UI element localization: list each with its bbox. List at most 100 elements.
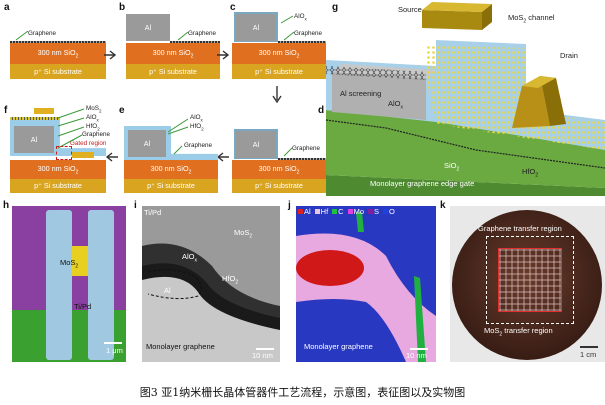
panel-letter-i: i [134,200,137,211]
graphene-label: Graphene [294,30,323,37]
drain-contact [34,108,54,114]
sio2-layer [10,160,106,179]
graphene-arrow [283,147,293,157]
hfo2-label: HfO2 [522,167,539,179]
graphene-arrow [15,30,29,41]
panel-letter-e: e [119,105,125,116]
graphene-region-label: Graphene transfer region [478,224,562,233]
sio2-layer [232,43,326,64]
al-label: Al [164,286,171,295]
legend-hf: Hf [314,207,328,216]
alox-label: AlOx [86,114,99,123]
electrode-right [88,210,114,360]
graphene-layer [278,158,326,160]
arrow-a-to-b [104,50,117,60]
scale-label: 10 nm [252,351,273,360]
yellow-region [70,246,88,276]
legend-c: C [332,207,344,216]
gated-region-label: Gated region [70,140,107,147]
sio2-layer [126,43,220,64]
scale-bar [410,348,428,350]
tipd-label: Ti/Pd [144,208,162,217]
legend-mo: Mo [347,207,364,216]
panel-c: c Al AlOx Graphene 300 nm SiO2 p⁺ Si sub… [226,0,330,100]
arrow-c-to-d [272,86,282,104]
scale-label: 1 cm [580,350,597,359]
panel-d: d Al Graphene 300 nm SiO2 p⁺ Si substrat… [226,104,330,194]
label-arrows [57,108,85,149]
substrate-text: p⁺ Si substrate [34,181,82,190]
hfo2-label: HfO2 [190,123,204,132]
al-text: Al [30,135,38,144]
drain-label: Drain [560,51,578,60]
wafer-photo: Graphene transfer region MoS2 transfer r… [450,206,605,362]
al-text: Al [252,140,260,149]
mos2-channel-label: MoS2 channel [508,13,555,25]
legend-s: S [368,207,379,216]
panel-letter-c: c [230,2,236,13]
panel-letter-h: h [3,200,10,211]
mos2-label: MoS2 [60,258,79,270]
tem-image: Ti/Pd MoS2 AlOx HfO2 Al Monolayer graphe… [142,206,280,362]
sio2-label: SiO2 [444,161,460,173]
graphene-layer [10,41,106,43]
panel-e: e Al AlOx HfO2 Graphene 300 nm SiO2 p⁺ S… [114,104,218,194]
panel-letter-f: f [4,105,8,116]
graphene-label: Graphene [188,30,217,37]
al-block [128,130,166,157]
substrate-layer [126,64,220,79]
panel-i: i Ti/Pd MoS2 AlOx HfO2 Al Monolayer grap… [132,200,282,362]
panel-h: h MoS2 Ti/Pd 1 μm [0,200,128,362]
panel-k: k Graphene transfer region MoS2 transfer… [440,200,605,362]
al-block [236,131,276,158]
alox-label: AlOx [182,252,198,264]
graphene-region-box [486,236,574,324]
arrow-d-to-e [216,152,229,162]
arrow-b-to-c [217,50,230,60]
legend-o: O [383,207,395,216]
sem-image: MoS2 Ti/Pd 1 μm [12,206,126,362]
panel-letter-g: g [332,2,339,13]
sio2-text: 300 nm SiO2 [150,164,192,176]
mos2-label: MoS2 [234,228,253,240]
sio2-layer [124,160,218,179]
scale-label: 10 nm [406,351,427,360]
substrate-layer [232,179,326,193]
device-3d-schematic [326,2,605,196]
al-block [126,14,170,41]
al-text: Al [143,139,151,148]
panel-letter-a: a [4,2,10,13]
scale-bar [256,348,274,350]
panel-a: a Graphene 300 nm SiO2 p⁺ Si substrate [0,0,112,100]
substrate-text: p⁺ Si substrate [147,181,195,190]
panel-g: g Source MoS2 channel Drain Al screening… [326,0,605,196]
hfo2-label: HfO2 [222,274,239,286]
alox-label: AlOx [294,13,307,22]
al-screening-label: Al screening [340,89,382,98]
electrode-left [46,210,72,360]
source-contact [72,152,94,158]
alox-label: AlOx [388,99,404,111]
sio2-text: 300 nm SiO2 [152,48,194,60]
alox-arrow [280,15,294,24]
substrate-text: p⁺ Si substrate [255,67,303,76]
panel-letter-b: b [119,2,126,13]
legend-al: Al [298,207,311,216]
substrate-text: p⁺ Si substrate [255,181,303,190]
alox-label: AlOx [190,114,203,123]
panel-b: b Al Graphene 300 nm SiO2 p⁺ Si substrat… [114,0,226,100]
sio2-text: 300 nm SiO2 [37,48,79,60]
al-text: Al [144,23,152,32]
scale-label: 1 μm [106,346,123,355]
mos2-label: MoS2 [86,105,102,114]
label-arrows [167,118,189,135]
panel-j: j Al Hf C Mo S O Monolayer graphene 10 n… [286,200,436,362]
sio2-text: 300 nm SiO2 [37,164,79,176]
al-text: Al [252,23,260,32]
substrate-text: p⁺ Si substrate [34,67,82,76]
graphene-label: Monolayer graphene [146,342,215,351]
panel-letter-d: d [318,105,325,116]
sio2-text: 300 nm SiO2 [258,48,300,60]
gated-region-box [56,146,72,160]
tipd-label: Ti/Pd [74,302,92,311]
